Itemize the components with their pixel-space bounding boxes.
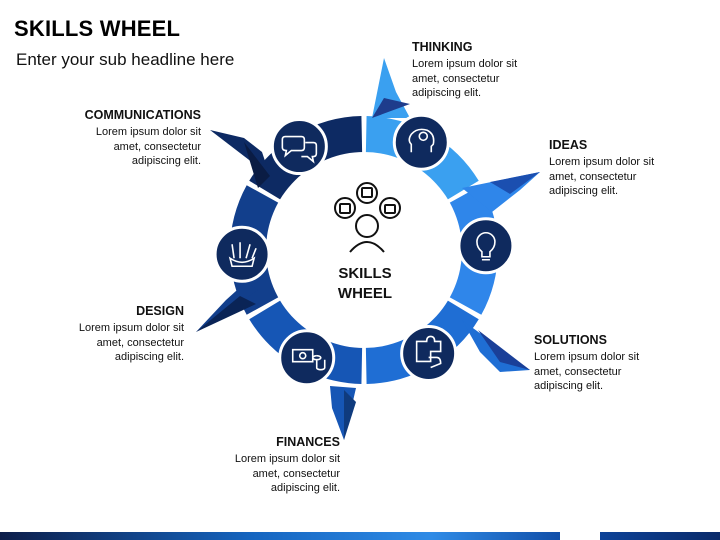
thinking-heading: THINKING [412, 40, 473, 54]
puzzle-hand-icon [400, 324, 458, 382]
communications-tail-fold [244, 142, 270, 188]
ideas-text: Lorem ipsum dolor sit amet, consectetur … [549, 156, 655, 197]
label-thinking: THINKING Lorem ipsum dolor sit amet, con… [412, 40, 592, 101]
finances-tail-fold [344, 390, 356, 440]
finances-text: Lorem ipsum dolor sit amet, consectetur … [234, 453, 340, 494]
center-circle [266, 152, 462, 348]
footer-bar [0, 532, 720, 540]
label-ideas: IDEAS Lorem ipsum dolor sit amet, consec… [549, 138, 720, 199]
communications-text: Lorem ipsum dolor sit amet, consectetur … [95, 126, 201, 167]
label-solutions: SOLUTIONS Lorem ipsum dolor sit amet, co… [534, 333, 714, 394]
lightbulb-icon [457, 217, 515, 275]
label-finances: FINANCES Lorem ipsum dolor sit amet, con… [160, 435, 340, 496]
footer-bar-gap [560, 532, 600, 540]
thinking-text: Lorem ipsum dolor sit amet, consectetur … [412, 58, 518, 99]
brain-gear-icon [392, 113, 450, 171]
label-design: DESIGN Lorem ipsum dolor sit amet, conse… [4, 304, 184, 365]
center-label: SKILLS WHEEL [337, 265, 393, 302]
chat-bubbles-icon [270, 118, 328, 176]
thinking-tail-fold [372, 98, 410, 118]
person-with-ideas-icon [334, 182, 401, 253]
ideas-heading: IDEAS [549, 138, 588, 152]
ideas-tail-fold [490, 172, 540, 194]
ribbon-tails [196, 58, 540, 440]
communications-heading: COMMUNICATIONS [84, 108, 201, 122]
design-tail-fold [196, 296, 256, 332]
finances-heading: FINANCES [276, 435, 340, 449]
label-communications: COMMUNICATIONS Lorem ipsum dolor sit ame… [21, 108, 201, 169]
design-heading: DESIGN [136, 304, 184, 318]
solutions-text: Lorem ipsum dolor sit amet, consectetur … [534, 351, 640, 392]
pencils-cup-icon [213, 225, 271, 283]
solutions-tail-fold [478, 330, 530, 370]
money-coins-icon [278, 329, 336, 387]
page-subtitle: Enter your sub headline here [16, 50, 235, 69]
design-text: Lorem ipsum dolor sit amet, consectetur … [78, 322, 184, 363]
page-title: SKILLS WHEEL [14, 16, 181, 41]
solutions-heading: SOLUTIONS [534, 333, 607, 347]
